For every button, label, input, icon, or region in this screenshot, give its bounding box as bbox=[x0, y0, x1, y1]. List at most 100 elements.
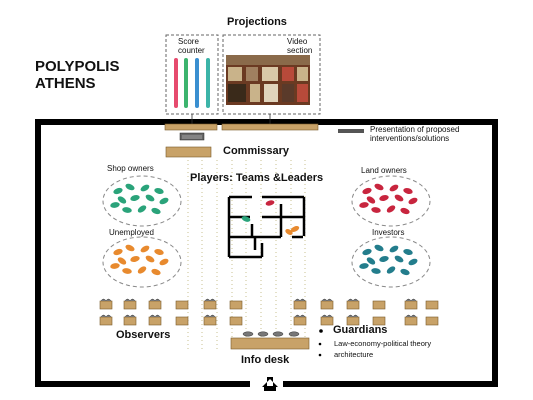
observer-chair bbox=[148, 314, 162, 326]
land-owners-label: Land owners bbox=[361, 166, 407, 175]
room-wall bbox=[35, 119, 498, 387]
info-desk bbox=[230, 337, 310, 350]
land-owner-marker bbox=[379, 195, 389, 201]
unemployed-marker bbox=[122, 268, 132, 274]
shop-owner-marker bbox=[122, 207, 132, 213]
unemployed-marker bbox=[159, 258, 169, 266]
team-grid bbox=[227, 195, 306, 259]
group-members bbox=[110, 183, 418, 276]
investor-marker bbox=[408, 258, 418, 266]
team-leader-marker bbox=[265, 200, 275, 206]
unemployed-marker bbox=[137, 266, 147, 274]
unemployed-marker bbox=[151, 268, 161, 276]
shop-owner-marker bbox=[110, 202, 120, 208]
investors-area bbox=[351, 236, 431, 288]
team-leader-marker bbox=[285, 229, 293, 235]
investor-marker bbox=[379, 256, 389, 262]
observers-label: Observers bbox=[116, 329, 171, 341]
observer-chair bbox=[148, 298, 162, 310]
investor-marker bbox=[386, 266, 396, 274]
land-owners-area bbox=[351, 175, 431, 227]
video-section-screen bbox=[222, 34, 321, 115]
observer-chair bbox=[320, 298, 334, 310]
land-owner-marker bbox=[362, 187, 372, 195]
shop-owners-label: Shop owners bbox=[107, 164, 154, 173]
land-owner-marker bbox=[408, 197, 418, 205]
video-photo bbox=[226, 55, 310, 105]
unemployed-area bbox=[102, 236, 182, 288]
shop-owner-marker bbox=[113, 187, 123, 195]
investor-marker bbox=[371, 268, 381, 274]
land-owner-marker bbox=[366, 196, 376, 204]
guardians-item: architecture bbox=[334, 350, 374, 359]
investor-marker bbox=[389, 245, 399, 253]
observer-bench bbox=[229, 300, 243, 310]
team-leader-marker bbox=[290, 226, 300, 232]
guardians-heading: Guardians bbox=[333, 324, 388, 336]
observer-chair bbox=[203, 314, 217, 326]
team-leader-marker bbox=[241, 216, 251, 222]
investor-marker bbox=[374, 244, 384, 252]
unemployed-marker bbox=[140, 245, 150, 253]
info-desk-label: Info desk bbox=[241, 354, 290, 366]
observer-bench bbox=[229, 316, 243, 326]
observer-bench bbox=[425, 316, 439, 326]
land-owner-marker bbox=[403, 188, 413, 194]
observer-chair bbox=[293, 314, 307, 326]
observer-chair bbox=[346, 298, 360, 310]
shop-owner-marker bbox=[117, 196, 127, 204]
commissary-table bbox=[165, 146, 212, 158]
score-bar bbox=[206, 58, 210, 108]
commissary-label: Commissary bbox=[223, 145, 290, 157]
land-owner-marker bbox=[386, 205, 396, 213]
title-line1: POLYPOLIS bbox=[35, 58, 120, 75]
unemployed-marker bbox=[154, 249, 164, 255]
presentation-bar bbox=[164, 123, 218, 131]
guardians-item: Law-economy-political theory bbox=[334, 339, 432, 348]
shop-owner-marker bbox=[145, 194, 155, 202]
observer-chair bbox=[293, 298, 307, 310]
investor-marker bbox=[400, 268, 410, 276]
shop-owner-marker bbox=[151, 207, 161, 215]
score-bar bbox=[174, 58, 178, 108]
unemployed-marker bbox=[145, 255, 155, 263]
shop-owner-marker bbox=[130, 195, 140, 201]
unemployed-label: Unemployed bbox=[109, 228, 154, 237]
unemployed-marker bbox=[117, 257, 127, 265]
unemployed-marker bbox=[110, 263, 120, 269]
land-owner-marker bbox=[359, 202, 369, 208]
players-heading: Players: Teams &Leaders bbox=[190, 172, 324, 184]
observer-bench bbox=[425, 300, 439, 310]
investor-marker bbox=[366, 257, 376, 265]
land-owner-marker bbox=[371, 207, 381, 213]
observer-bench bbox=[175, 316, 189, 326]
investor-marker bbox=[394, 255, 404, 263]
observer-bench bbox=[372, 316, 386, 326]
shop-owners-area bbox=[102, 175, 182, 227]
legend-swatch bbox=[338, 129, 364, 133]
investor-marker bbox=[403, 249, 413, 255]
observer-chair bbox=[404, 314, 418, 326]
observer-seating bbox=[99, 298, 439, 326]
land-owner-marker bbox=[394, 194, 404, 202]
shop-owner-marker bbox=[154, 188, 164, 194]
unemployed-marker bbox=[130, 256, 140, 262]
score-bar bbox=[195, 58, 199, 108]
shop-owner-marker bbox=[137, 205, 147, 213]
land-owner-marker bbox=[374, 183, 384, 191]
projections-heading: Projections bbox=[227, 16, 287, 28]
title-line2: ATHENS bbox=[35, 75, 96, 92]
observer-chair bbox=[99, 314, 113, 326]
presentation-bar bbox=[221, 123, 319, 131]
observer-bench bbox=[372, 300, 386, 310]
observer-chair bbox=[320, 314, 334, 326]
observer-chair bbox=[346, 314, 360, 326]
arrow-up-icon bbox=[262, 377, 278, 387]
observer-chair bbox=[123, 298, 137, 310]
observer-chair bbox=[203, 298, 217, 310]
unemployed-marker bbox=[125, 244, 135, 252]
shop-owner-marker bbox=[159, 197, 169, 205]
